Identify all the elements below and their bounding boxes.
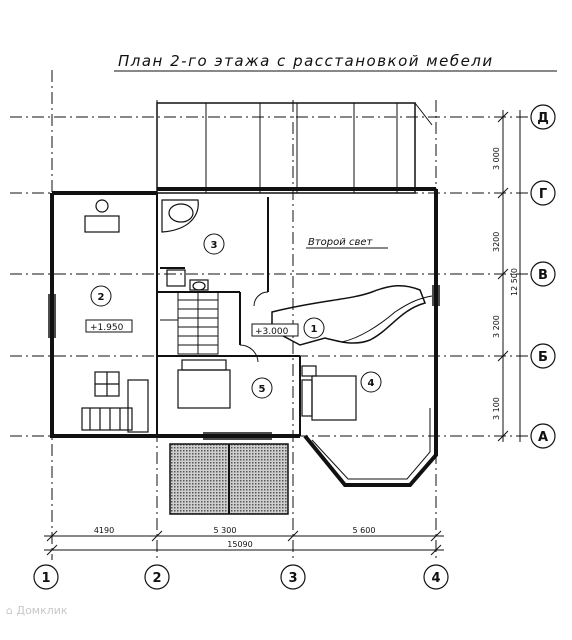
axis-D: Д xyxy=(537,111,549,126)
bath-fixtures xyxy=(161,199,209,291)
window-marks xyxy=(48,285,440,440)
second-light-label: Второй свет xyxy=(308,237,373,248)
bay-window xyxy=(303,406,438,487)
axis-G: Г xyxy=(539,187,547,202)
axis-3: 3 xyxy=(288,571,297,586)
interior-walls xyxy=(156,193,301,436)
railing-curve xyxy=(341,295,433,343)
porch-roof xyxy=(169,443,289,515)
staircase xyxy=(160,291,219,355)
room-labels: 2 3 1 4 5 xyxy=(90,233,382,399)
bottom-dimension-chain xyxy=(44,530,444,556)
room2-furniture xyxy=(81,199,149,433)
dim-right-1: 3 000 xyxy=(492,147,501,170)
room-1-label: 1 xyxy=(311,324,318,335)
beds xyxy=(177,359,357,421)
axis-B: Б xyxy=(538,350,548,365)
dim-bottom-1: 4190 xyxy=(94,526,114,535)
axis-V: В xyxy=(538,268,548,283)
plan-title: План 2-го этажа с расстановкой мебели xyxy=(118,52,494,70)
level-mark-3000: +3.000 xyxy=(255,327,289,337)
second-light-opening xyxy=(271,285,426,346)
right-dimension-chain xyxy=(497,110,521,442)
watermark: ⌂ Домклик xyxy=(6,604,68,617)
watermark-text: Домклик xyxy=(16,604,68,617)
axis-4: 4 xyxy=(431,571,440,586)
axis-2: 2 xyxy=(152,571,161,586)
room-5-label: 5 xyxy=(259,384,266,395)
room-2-label: 2 xyxy=(98,292,105,303)
level-mark-1950: +1.950 xyxy=(90,323,124,333)
dim-right-total: 12 500 xyxy=(510,268,519,296)
exterior-walls xyxy=(50,187,438,438)
dim-right-3: 3 200 xyxy=(492,315,501,338)
axis-1: 1 xyxy=(41,571,50,586)
dim-right-4: 3 100 xyxy=(492,397,501,420)
bottom-dimension-labels: 4190 5 300 5 600 15090 xyxy=(94,526,376,549)
letter-axis-markers: Д Г В Б А xyxy=(530,104,556,449)
balcony-frame xyxy=(156,102,433,194)
axis-A: А xyxy=(538,430,548,445)
number-axis-markers: 1 2 3 4 xyxy=(33,564,449,590)
room-4-label: 4 xyxy=(368,378,375,389)
room-3-label: 3 xyxy=(211,240,218,251)
dim-bottom-2: 5 300 xyxy=(214,526,237,535)
door-swings xyxy=(239,291,269,363)
dim-bottom-3: 5 600 xyxy=(353,526,376,535)
dim-right-2: 3200 xyxy=(492,232,501,252)
dim-bottom-total: 15090 xyxy=(227,540,252,549)
watermark-logo-icon: ⌂ xyxy=(6,604,13,617)
right-dimension-labels: 3 000 3200 3 200 3 100 12 500 xyxy=(492,147,519,420)
